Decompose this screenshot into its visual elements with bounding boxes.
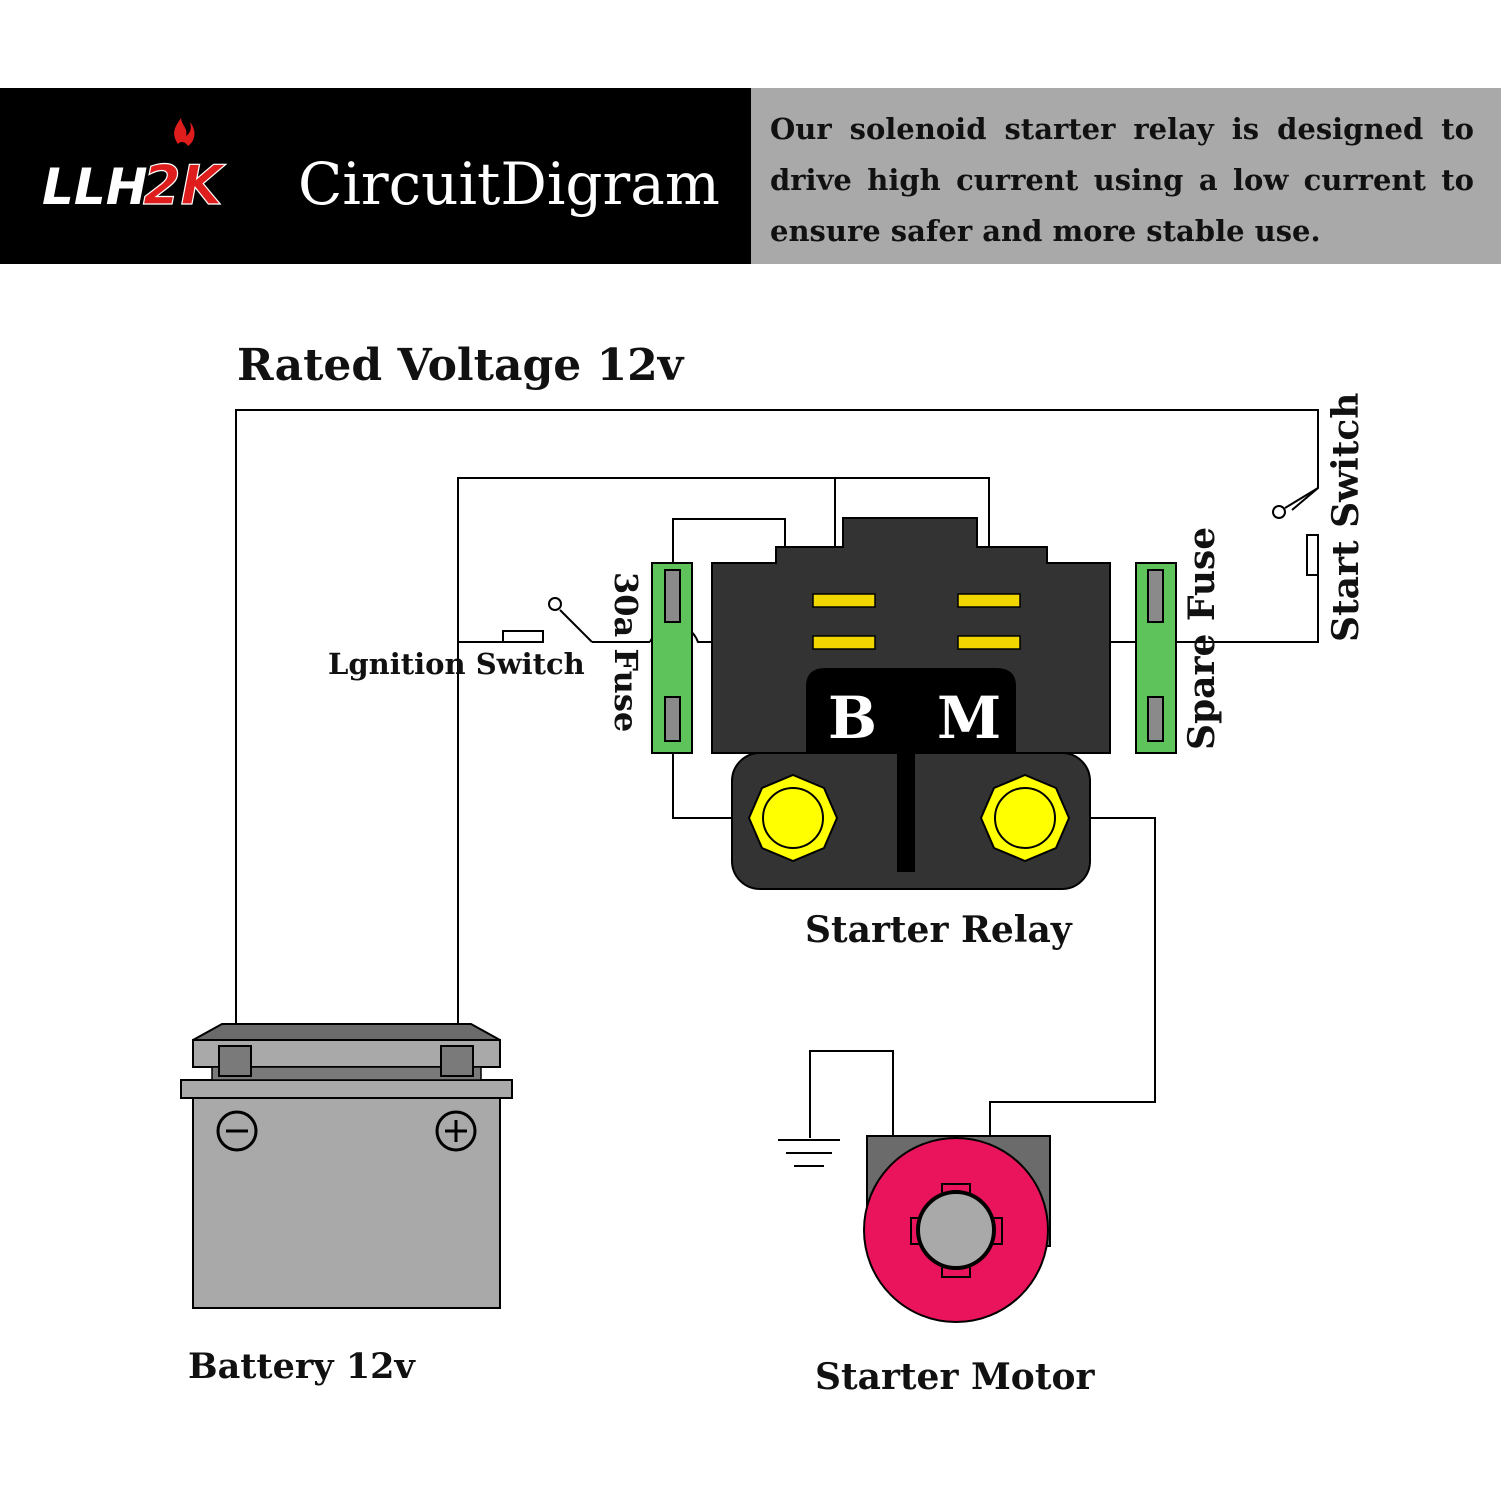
battery-body [192,1097,501,1309]
wire-negative-start-switch [235,409,1319,1045]
wiring [235,409,1319,1138]
starter-relay-label: Starter Relay [805,909,1073,951]
fuse-30a [651,562,693,754]
battery [180,1023,513,1309]
header-description-panel [751,88,1501,264]
battery-negative-post [218,1045,252,1077]
contact-top-right [957,593,1021,608]
fuse-spare [1135,562,1177,754]
starter-relay [711,517,1111,890]
battery-positive-post [440,1045,474,1077]
wire-fuse-terminal-b [672,735,752,819]
ignition-switch [502,597,593,643]
fuse-30a-label: 30a Fuse [607,572,645,732]
relay-terminal-tab [806,668,1016,753]
brand-logo: LLH 2K [42,118,227,218]
rated-voltage-label: Rated Voltage 12v [237,340,685,391]
starter-motor [863,1135,1051,1323]
ignition-switch-label: Lgnition Switch [328,647,585,681]
battery-top-bevel [192,1023,501,1041]
contact-bottom-right [957,635,1021,650]
battery-lid [180,1079,513,1099]
ground-symbol-icon [778,1139,840,1167]
wire-terminal-m-motor [989,817,1156,1138]
header-title: CircuitDigram [298,150,720,218]
starter-motor-label: Starter Motor [815,1356,1095,1398]
start-switch [1272,487,1319,576]
wire-motor-ground [809,1050,894,1138]
battery-label: Battery 12v [188,1346,417,1387]
contact-top-left [812,593,876,608]
motor-shaft [916,1190,996,1270]
spare-fuse-label: Spare Fuse [1181,527,1223,750]
wire-positive-bus [457,477,990,1045]
switch-icon [1272,505,1286,519]
terminal-b-label: B [828,684,877,752]
relay-divider [897,752,915,872]
brand-prefix: LLH [42,158,148,216]
terminal-m-label: M [937,684,1001,752]
brand-suffix: 2K [143,154,227,217]
start-switch-label: Start Switch [1325,393,1367,642]
header-description: Our solenoid starter relay is designed t… [770,112,1474,248]
flame-logo-icon [174,118,195,146]
header-brand-panel [0,88,751,264]
contact-bottom-left [812,635,876,650]
